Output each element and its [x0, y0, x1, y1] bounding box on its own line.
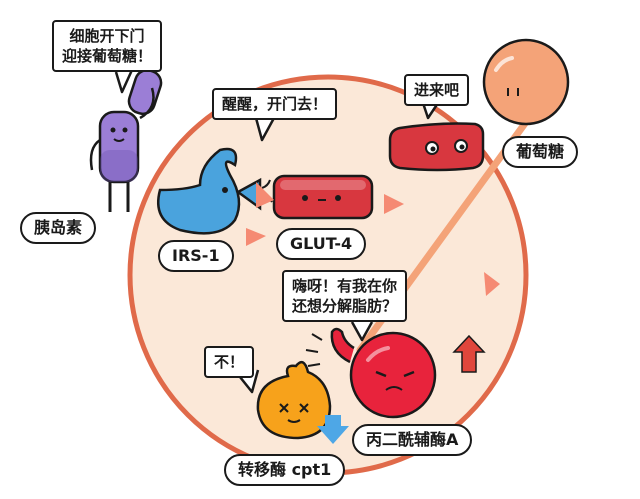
acc-label-text: 丙二酰辅酶A	[366, 430, 459, 449]
irs-speech-text: 醒醒，开门去！	[222, 95, 328, 113]
glucose-label: 葡萄糖	[502, 136, 579, 168]
arrow-irs-to-glut-1	[256, 182, 274, 208]
arrow-glut-up	[384, 194, 404, 214]
glucose-label-text: 葡萄糖	[516, 142, 565, 161]
insulin-label-text: 胰岛素	[34, 218, 83, 237]
insulin-speech-bubble: 细胞开下门 迎接葡萄糖！	[52, 20, 163, 72]
glut4-vesicle-upper	[388, 122, 485, 172]
cpt1-label: 转移酶 cpt1	[224, 454, 346, 486]
glucose-enter-speech-text: 进来吧	[414, 81, 460, 99]
increase-arrow-icon	[452, 334, 486, 373]
cpt1-character	[256, 360, 332, 440]
acc-speech-bubble: 嗨呀！有我在你 还想分解脂肪？	[282, 270, 408, 322]
acc-speech-line-1: 嗨呀！有我在你	[292, 277, 398, 295]
insulin-character	[89, 68, 163, 212]
cpt1-label-text: 转移酶 cpt1	[238, 460, 332, 479]
arrow-glucose-down	[484, 272, 500, 296]
insulin-speech-line-2: 迎接葡萄糖！	[62, 47, 153, 65]
irs-speech-bubble: 醒醒，开门去！	[212, 88, 338, 120]
cpt-speech-bubble: 不！	[204, 346, 255, 378]
glut4-vesicle-lower	[272, 174, 374, 220]
glucose-enter-speech-bubble: 进来吧	[404, 74, 470, 106]
cpt-speech-text: 不！	[214, 353, 245, 371]
insulin-speech-line-1: 细胞开下门	[69, 27, 145, 45]
irs1-label: IRS-1	[158, 240, 234, 272]
irs1-label-text: IRS-1	[172, 246, 220, 265]
acc-speech-line-2: 还想分解脂肪？	[292, 297, 398, 315]
glut4-label: GLUT-4	[276, 228, 367, 260]
decrease-arrow-icon	[317, 415, 349, 444]
insulin-label: 胰岛素	[20, 212, 97, 244]
malonyl-coa-character	[330, 327, 437, 419]
motion-lines	[305, 333, 323, 367]
arrow-irs-to-glut-2	[246, 228, 266, 246]
glut4-label-text: GLUT-4	[290, 234, 353, 253]
acc-label: 丙二酰辅酶A	[352, 424, 473, 456]
